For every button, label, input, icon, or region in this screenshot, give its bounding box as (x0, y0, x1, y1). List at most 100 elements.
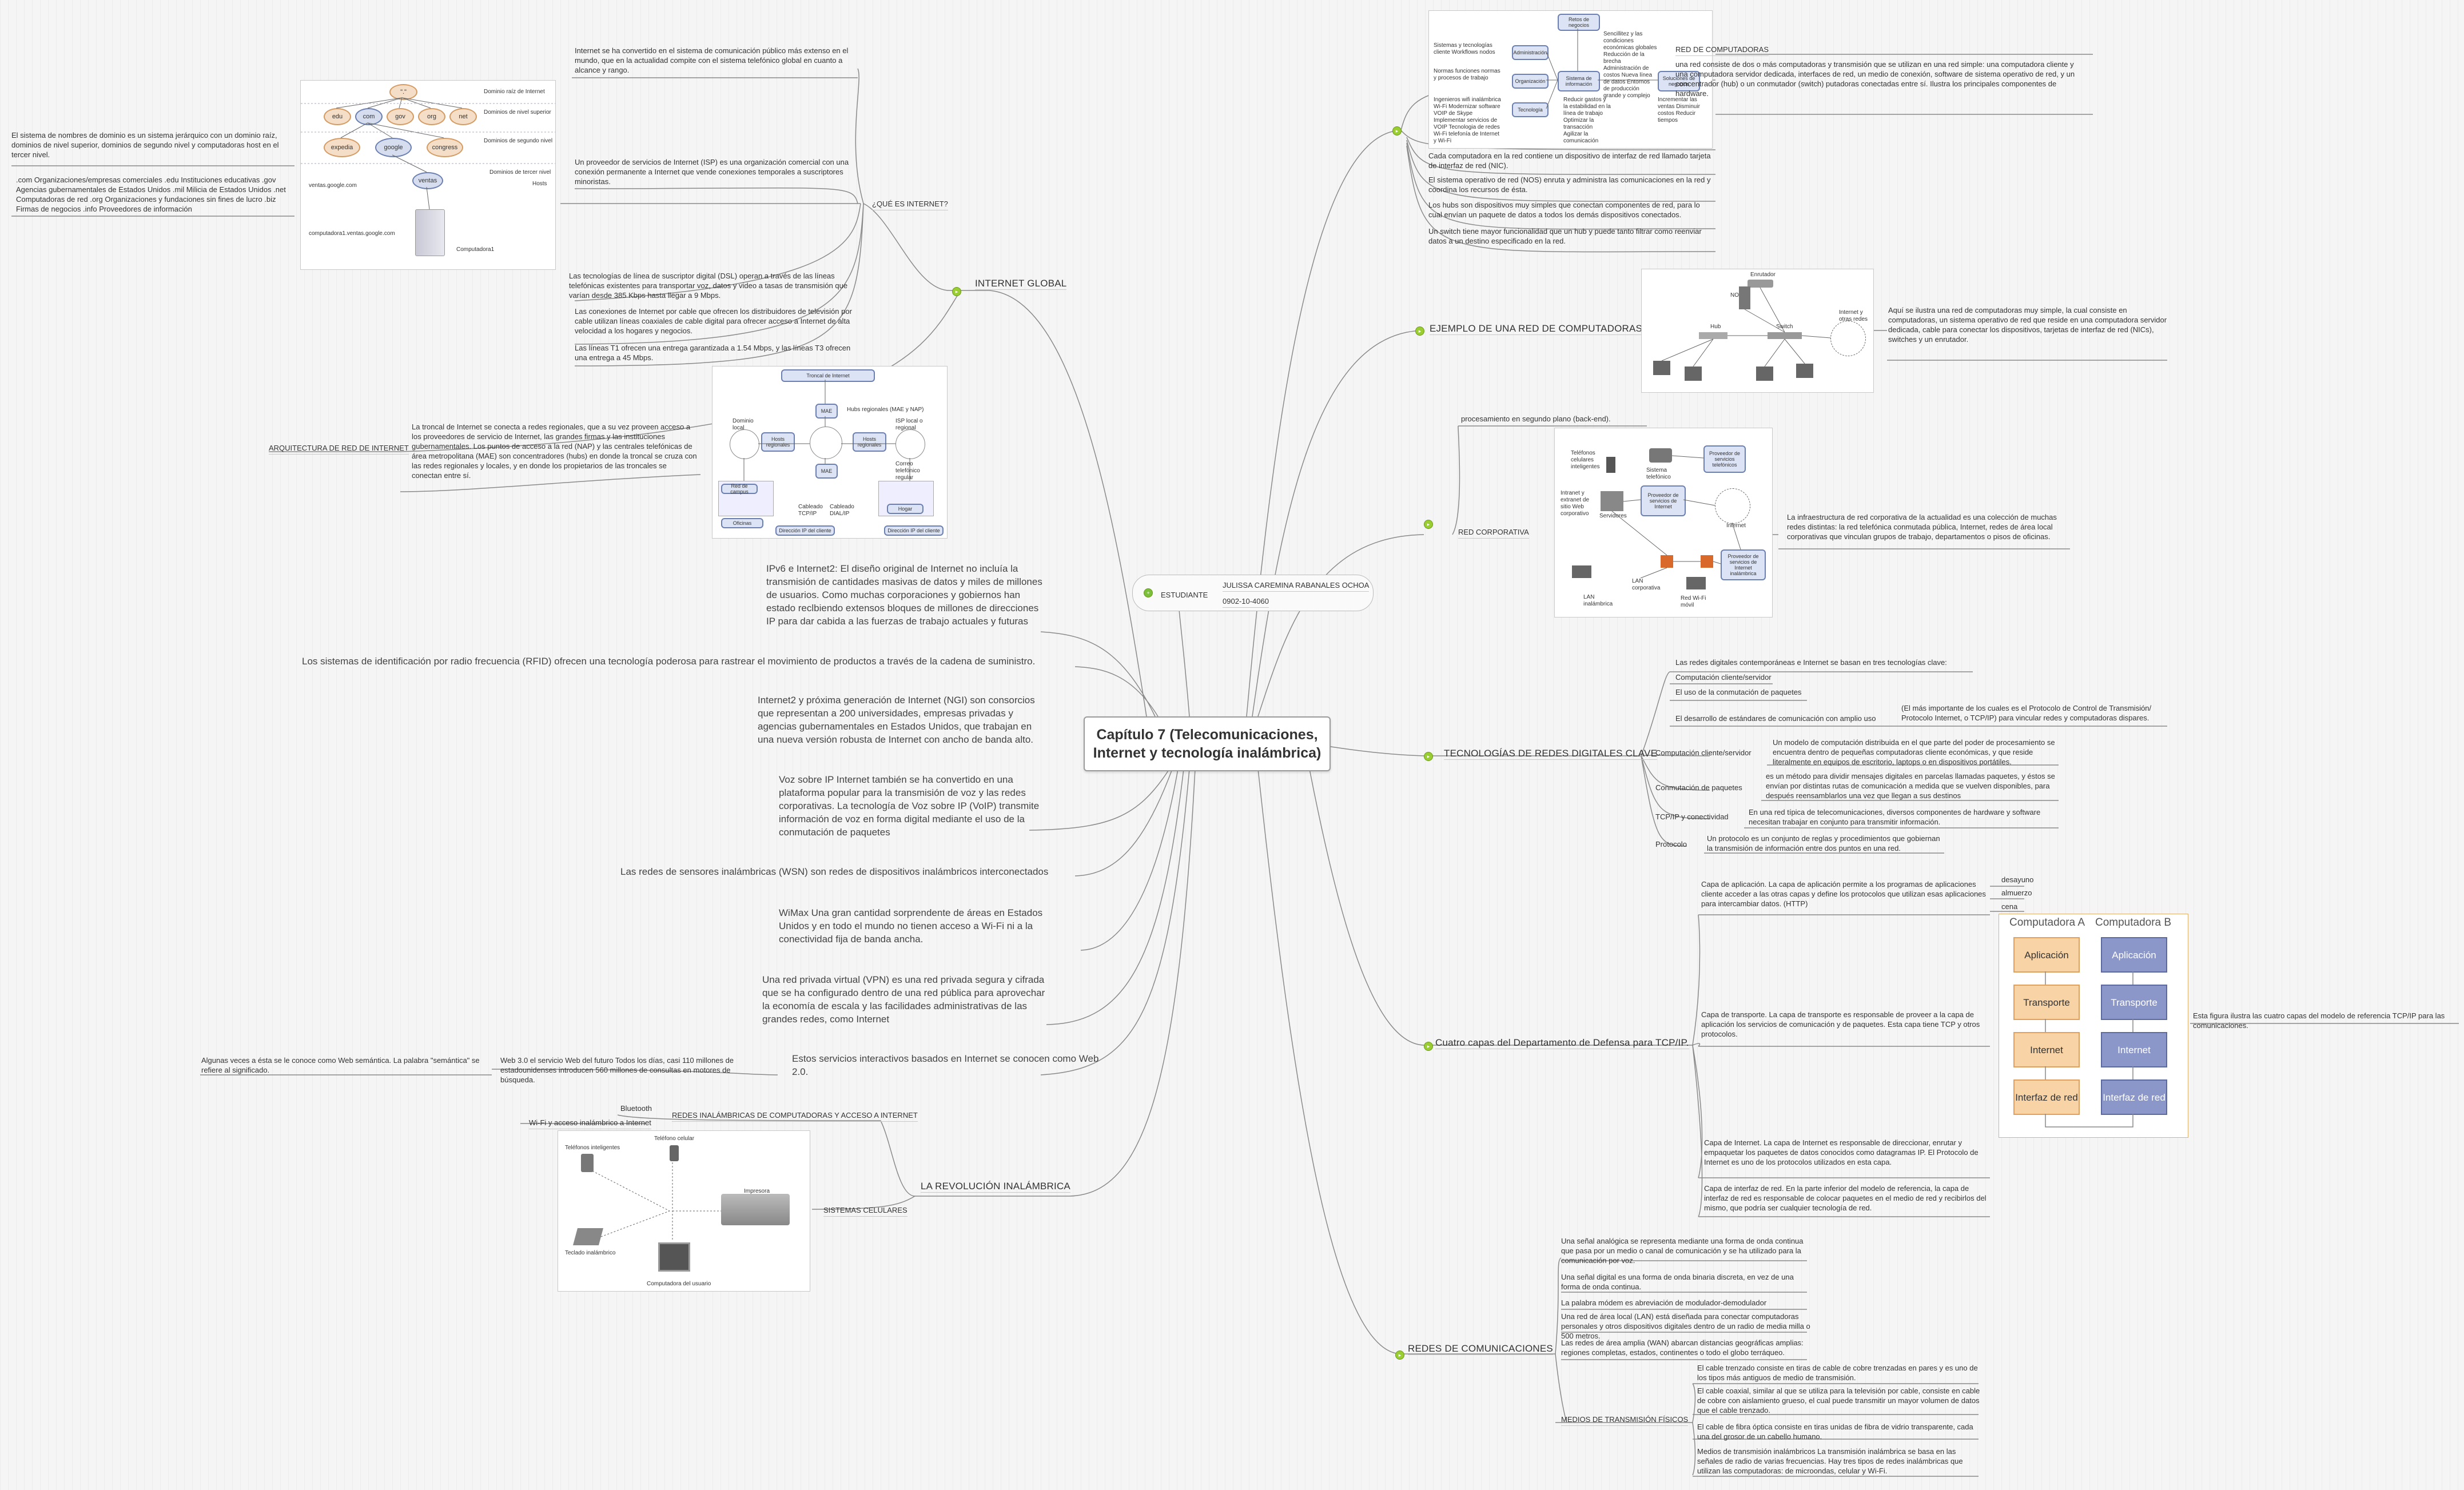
redes-com-toggle-icon[interactable]: ▸ (1395, 1350, 1404, 1360)
layer-b-transporte: Transporte (2101, 985, 2167, 1020)
pc-icon-3 (1756, 366, 1773, 381)
dns-computer: Computadora1 (456, 246, 495, 253)
internet-global-toggle-icon[interactable]: ▸ (952, 287, 961, 296)
switch-text: Un switch tiene mayor funcionalidad que … (1428, 227, 1702, 245)
tec-cs-text: Un modelo de computación distribuida en … (1773, 738, 2055, 766)
que-es-internet[interactable]: ¿QUÉ ES INTERNET? (872, 199, 948, 210)
branch-cuatro-capas[interactable]: Cuatro capas del Departamento de Defensa… (1435, 1037, 1689, 1049)
central-title: Capítulo 7 (Telecomunicaciones, Internet… (1093, 727, 1321, 761)
student-node[interactable] (1132, 575, 1374, 611)
example-network-figure: Enrutador NOS Switch Hub Internet y otra… (1641, 269, 1874, 393)
arch-mae-top: MAE (815, 404, 838, 419)
redes-inalambricas-acceso[interactable]: REDES INALÁMBRICAS DE COMPUTADORAS Y ACC… (672, 1110, 918, 1122)
corp-prov-b: Proveedor de servicios de Internet (1641, 485, 1686, 516)
bluetooth-figure: Teléfono celular Teléfonos inteligentes … (558, 1130, 810, 1292)
phone-icon (1606, 457, 1615, 473)
branch-internet-global[interactable]: INTERNET GLOBAL (975, 278, 1067, 290)
corporativa-toggle-icon[interactable]: ▸ (1424, 520, 1433, 529)
branch-ejemplo-red[interactable]: EJEMPLO DE UNA RED DE COMPUTADORAS (1430, 323, 1643, 335)
link-inalambrica (1069, 768, 1196, 1197)
medios-transmision[interactable]: MEDIOS DE TRANSMISIÓN FÍSICOS (1561, 1415, 1689, 1426)
vpn-text[interactable]: Una red privada virtual (VPN) es una red… (762, 974, 1045, 1025)
arch-cable-dial: Cableado DIAL/IP (830, 504, 854, 517)
rfid-text[interactable]: Los sistemas de identificación por radio… (302, 656, 1036, 667)
com-analog: Una señal analógica se representa median… (1561, 1237, 1804, 1265)
tcpip-layers-figure: Computadora A Computadora B Aplicación T… (1999, 914, 2188, 1138)
student-id: 0902-10-4060 (1223, 596, 1269, 608)
meal-cena: cena (2001, 902, 2018, 911)
server-icon (415, 209, 445, 256)
dns-sld-congress: congress (427, 138, 463, 157)
wsn-text[interactable]: Las redes de sensores inalámbricas (WSN)… (620, 866, 1049, 877)
link-ipv6 (1040, 631, 1156, 717)
arch-mae-bottom: MAE (815, 464, 838, 479)
sistemas-celulares[interactable]: SISTEMAS CELULARES (823, 1205, 907, 1217)
internet2-text[interactable]: Internet2 y próxima generación de Intern… (758, 695, 1035, 745)
arch-correo: Correo telefónico regular (895, 461, 920, 481)
dns-tld-edu: edu (324, 108, 351, 125)
tec-tcpip-label[interactable]: TCP/IP y conectividad (1655, 812, 1729, 821)
ex-connectors (1661, 287, 1831, 367)
mgmt-sistema: Sistema de información (1558, 71, 1600, 91)
wimax-text[interactable]: WiMax Una gran cantidad sorprendente de … (779, 907, 1043, 945)
tec-intro: Las redes digitales contemporáneas e Int… (1675, 658, 1947, 667)
link-internet-global (989, 290, 1147, 717)
link-student (1177, 594, 1190, 717)
branch-red-corporativa[interactable]: RED CORPORATIVA (1458, 527, 1529, 539)
corp-lan: LAN corporativa (1632, 578, 1661, 591)
dns-tld-gov: gov (387, 108, 414, 125)
tec-cs-label[interactable]: Computación cliente/servidor (1655, 748, 1752, 757)
branch-revolucion-inalambrica[interactable]: LA REVOLUCIÓN INALÁMBRICA (921, 1181, 1070, 1193)
mgmt-tec: Tecnología (1512, 102, 1549, 117)
web2-text[interactable]: Estos servicios interactivos basados en … (792, 1053, 1099, 1077)
redes-comp-toggle-icon[interactable]: ▸ (1392, 126, 1402, 136)
tec-tcpip-text: En una red típica de telecomunicaciones,… (1749, 808, 2041, 826)
semantic-text: Algunas veces a ésta se le conoce como W… (201, 1056, 480, 1074)
branch-arquitectura[interactable]: ARQUITECTURA DE RED DE INTERNET (269, 443, 409, 455)
branch-tecnologias[interactable]: TECNOLOGÍAS DE REDES DIGITALES CLAVE (1444, 748, 1658, 760)
arch-cable-tcpip: Cableado TCP/IP (798, 504, 823, 517)
dns-tld-label: Dominios de nivel superior (484, 109, 551, 115)
ejemplo-toggle-icon[interactable]: ▸ (1415, 326, 1424, 336)
pc-icon-1 (1653, 361, 1670, 375)
tec-proto-label[interactable]: Protocolo (1655, 840, 1687, 848)
isp-text: Un proveedor de servicios de Internet (I… (575, 158, 849, 186)
laptop-icon-2 (1686, 577, 1706, 589)
central-topic[interactable]: Capítulo 7 (Telecomunicaciones, Internet… (1084, 716, 1331, 771)
student-toggle-icon[interactable]: + (1144, 588, 1153, 597)
bluetooth-label[interactable]: Bluetooth (620, 1104, 652, 1113)
layer-a-internet: Internet (2013, 1032, 2080, 1067)
branch-redes-comunicaciones[interactable]: REDES DE COMUNICACIONES (1408, 1343, 1553, 1355)
hubs-text: Los hubs son dispositivos muy simples qu… (1428, 201, 1700, 219)
layer-b-internet: Internet (2101, 1032, 2167, 1067)
dns-tld-org: org (418, 108, 445, 125)
voip-text[interactable]: Voz sobre IP Internet también se ha conv… (779, 774, 1040, 838)
link-wsn (1074, 768, 1173, 877)
dns-host-url: ventas.google.com (309, 182, 357, 189)
servers-icon (1601, 491, 1623, 511)
meal-almuerzo: almuerzo (2001, 889, 2032, 897)
tecnologias-toggle-icon[interactable]: ▸ (1424, 752, 1433, 761)
arch-connectors (743, 380, 910, 481)
arch-cloud-b (810, 427, 842, 459)
corp-prov-a: Proveedor de servicios telefónicos (1703, 445, 1746, 473)
layer-b-aplicacion: Aplicación (2101, 937, 2167, 973)
arch-host-a: Hosts regionales (761, 432, 795, 452)
tec-conm-label[interactable]: Conmutación de paquetes (1655, 783, 1742, 792)
wifi-label[interactable]: Wi-Fi y acceso inalámbrico a Internet (529, 1118, 651, 1129)
ipv6-text[interactable]: IPv6 e Internet2: El diseño original de … (766, 563, 1042, 627)
medio-trenzado: El cable trenzado consiste en tiras de c… (1697, 1364, 1978, 1382)
router-icon (1748, 280, 1773, 288)
corp-connectors (1611, 455, 1741, 579)
red-computadoras-title[interactable]: RED DE COMPUTADORAS (1675, 45, 1769, 56)
link-corporativa (1257, 534, 1424, 717)
laptop-icon-1 (1572, 565, 1591, 578)
pc-icon-4 (1796, 364, 1813, 378)
printer-icon (721, 1194, 790, 1225)
tec-cs: Computación cliente/servidor (1675, 673, 1772, 682)
arch-host-b: Hosts regionales (853, 432, 886, 452)
com-wan: Las redes de área amplia (WAN) abarcan d… (1561, 1338, 1804, 1357)
cuatro-capas-toggle-icon[interactable]: ▸ (1424, 1042, 1433, 1051)
dsl-text: Las tecnologías de línea de suscriptor d… (569, 272, 848, 300)
